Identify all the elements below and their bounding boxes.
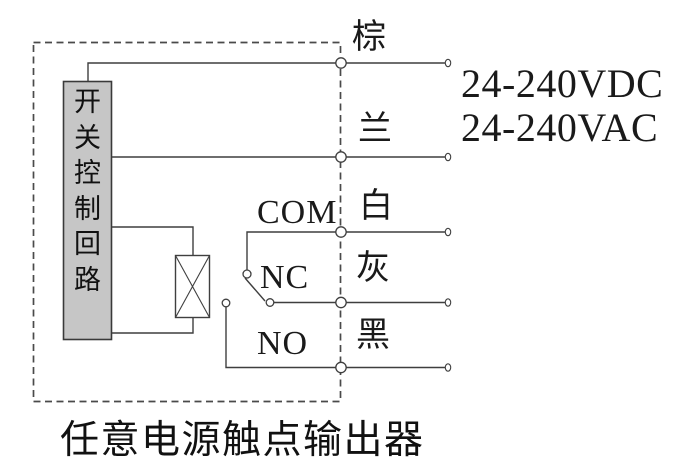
enclosure-terminals <box>335 57 347 374</box>
wire-end-terminals <box>444 58 452 372</box>
switch-pivot-contact <box>242 269 252 279</box>
wire-label-gray: 灰 <box>356 250 390 287</box>
switch-control-box <box>62 80 113 341</box>
wire-label-white: 白 <box>359 188 393 225</box>
terminal-black <box>335 361 347 374</box>
wire-end-gray <box>444 298 452 307</box>
terminal-brown <box>335 57 347 69</box>
switch-arm <box>244 277 266 302</box>
diagram-caption: 任意电源触点输出器 <box>60 419 425 462</box>
wire-no-line <box>225 304 448 369</box>
control-box-label: 开关控制回路 <box>74 87 101 295</box>
wire-brown-line <box>87 62 448 81</box>
contact-label-com: COM <box>257 194 338 231</box>
wire-end-white <box>444 227 452 237</box>
contact-label-nc: NC <box>260 259 310 296</box>
power-rating-vdc: 24-240VDC <box>461 61 664 106</box>
wire-label-black: 黑 <box>356 317 390 354</box>
wire-end-black <box>444 363 452 372</box>
switch-no-contact <box>221 298 231 308</box>
power-rating-vac: 24-240VAC <box>461 105 659 150</box>
contact-label-no: NO <box>257 325 309 362</box>
terminal-white <box>335 226 347 238</box>
dashed-enclosure <box>32 41 342 403</box>
wire-end-blue <box>444 152 452 162</box>
wire-end-brown <box>444 58 452 68</box>
switch-nc-contact <box>265 298 275 307</box>
terminal-gray <box>335 296 347 309</box>
coil-bottom-wire <box>112 318 194 334</box>
wire-label-brown: 棕 <box>352 19 386 56</box>
wire-label-blue: 兰 <box>358 111 392 148</box>
relay-coil-symbol <box>174 254 211 319</box>
coil-top-wire <box>112 226 194 255</box>
terminal-blue <box>335 151 347 163</box>
wire-com-line <box>246 231 448 270</box>
relay-switch-symbol <box>221 269 275 308</box>
